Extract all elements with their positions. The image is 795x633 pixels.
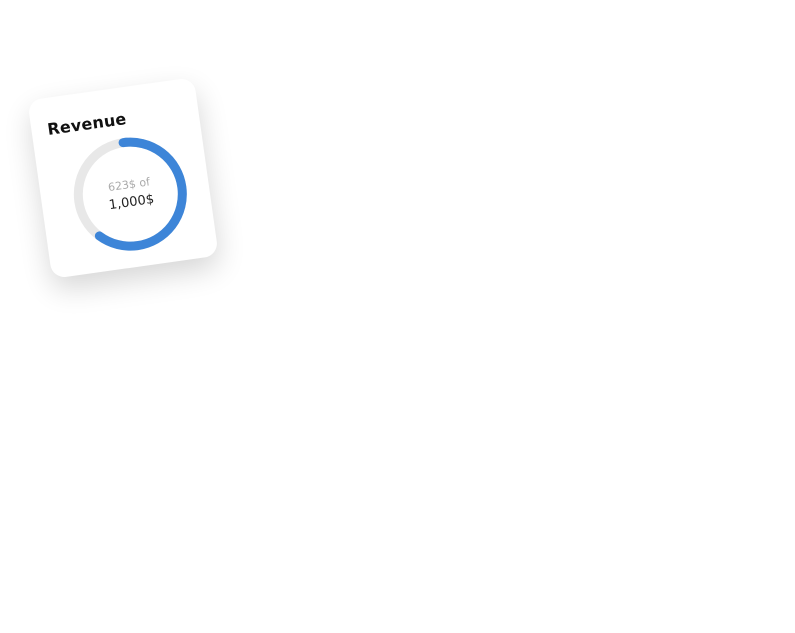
progress-ring: [73, 137, 187, 251]
current-value: 623$ of: [107, 175, 151, 195]
total-value: 1,000$: [107, 191, 156, 214]
ring-center: 623$ of 1,000$: [64, 128, 197, 261]
ring-progress: [73, 137, 187, 251]
card-title: Revenue: [46, 109, 128, 139]
revenue-card: Revenue 623$ of 1,000$: [27, 77, 219, 279]
